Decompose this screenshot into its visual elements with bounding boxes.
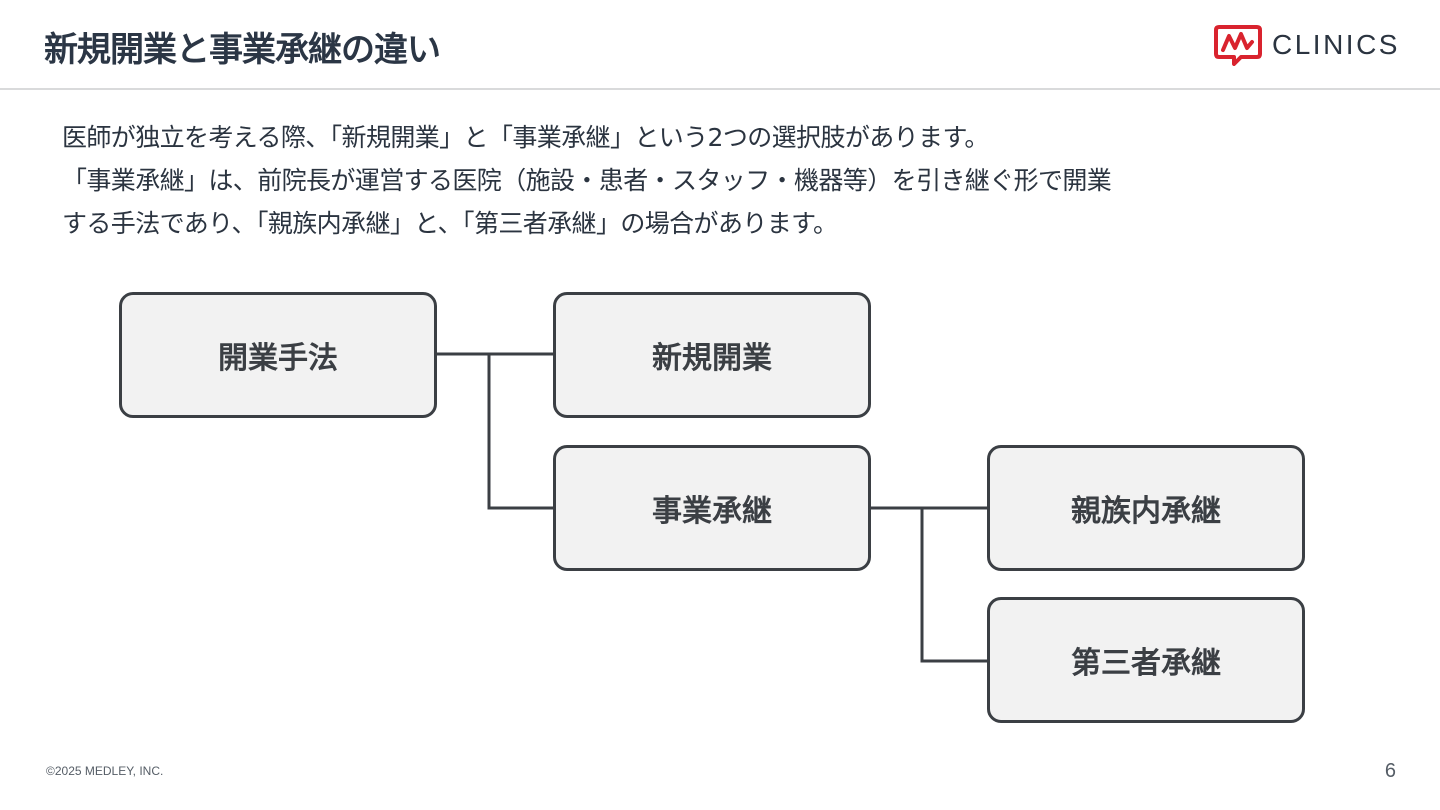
clinics-logo: CLINICS: [1214, 24, 1400, 66]
copyright-text: ©2025 MEDLEY, INC.: [46, 764, 164, 778]
page-number: 6: [1384, 760, 1396, 782]
description-line: 「事業承継」は、前院長が運営する医院（施設・患者・スタッフ・機器等）を引き継ぐ形…: [62, 166, 1112, 195]
clinics-logo-icon: [1214, 25, 1262, 66]
node-family-succession: 親族内承継: [987, 445, 1305, 571]
page-title: 新規開業と事業承継の違い: [44, 30, 441, 70]
description-text: 医師が独立を考える際、「新規開業」と「事業承継」という2つの選択肢があります。 …: [62, 116, 1382, 245]
description-line: する手法であり、「親族内承継」と、「第三者承継」の場合があります。: [62, 209, 838, 238]
connector-succession-to-third-party: [920, 508, 987, 663]
node-root-business-methods: 開業手法: [119, 292, 437, 418]
connector-root-to-succession: [487, 354, 553, 510]
slide-header: 新規開業と事業承継の違い CLINICS: [0, 0, 1440, 90]
logo-wordmark: CLINICS: [1272, 29, 1400, 60]
node-third-party-succession: 第三者承継: [987, 597, 1305, 723]
node-business-succession: 事業承継: [553, 445, 871, 571]
description-line: 医師が独立を考える際、「新規開業」と「事業承継」という2つの選択肢があります。: [62, 123, 989, 152]
node-new-opening: 新規開業: [553, 292, 871, 418]
